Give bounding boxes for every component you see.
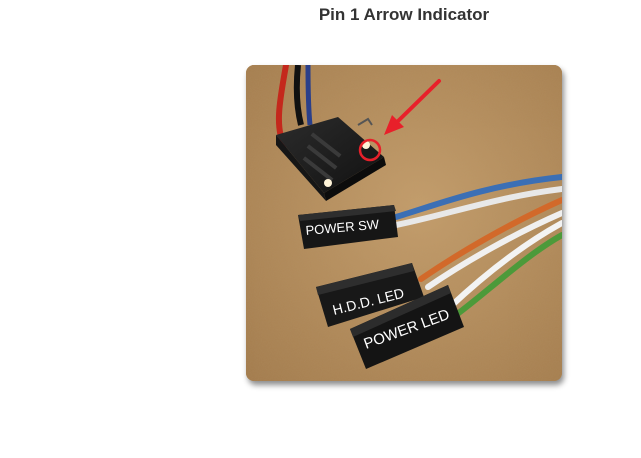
power-led-connector: POWER LED [350,285,464,369]
pin1-highlight-circle [358,138,382,162]
power-sw-label: POWER SW [305,217,380,238]
top-connector [276,117,386,201]
lower-connector-wires [393,174,562,318]
page-title: Pin 1 Arrow Indicator [318,5,490,24]
pin1-arrow [384,79,441,135]
connector-photo: POWER SW H.D.D. LED POWER LED [246,65,562,381]
power-sw-connector: POWER SW [298,205,398,249]
photo-illustration: POWER SW H.D.D. LED POWER LED [246,65,562,381]
